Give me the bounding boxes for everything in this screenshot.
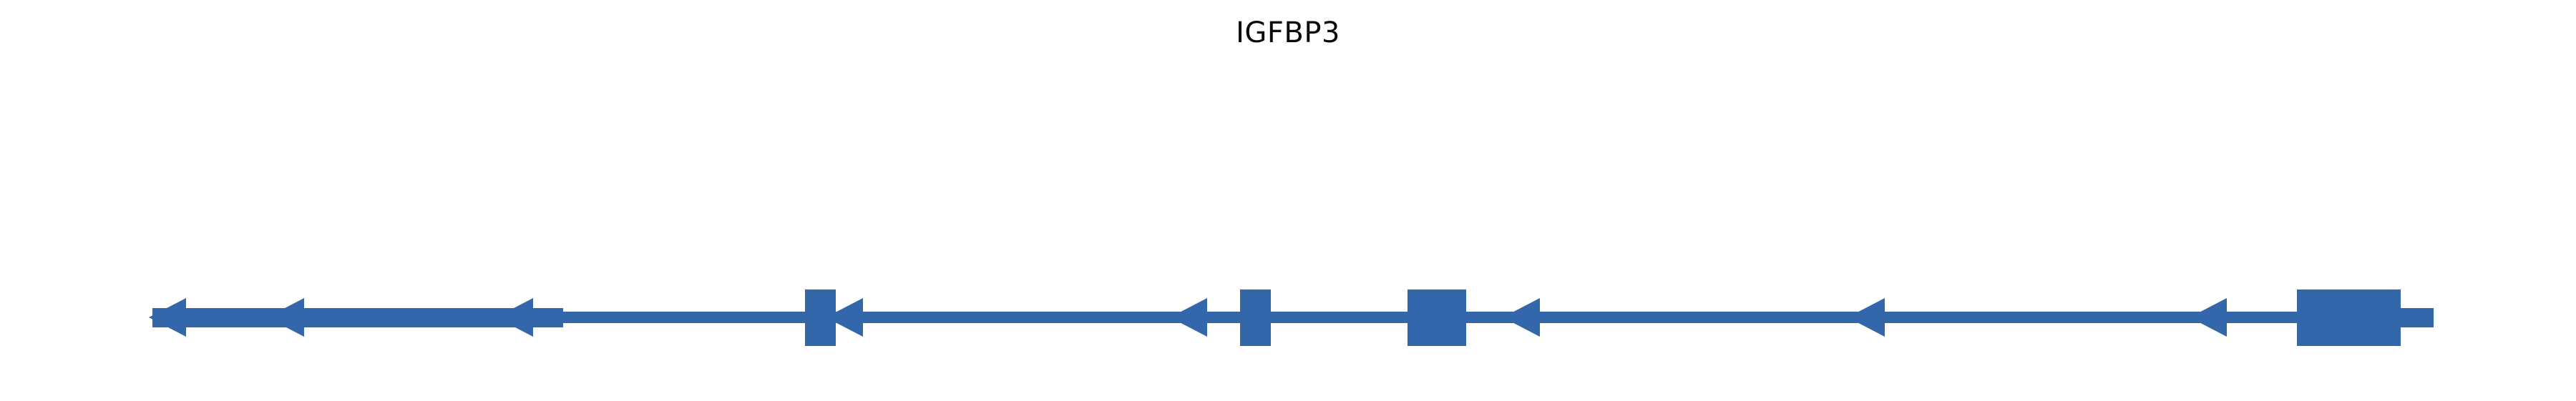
strand-arrow-arrow-6 (1503, 298, 1540, 337)
exon-block-exon-6 (2401, 308, 2434, 327)
exon-block-exon-1 (152, 308, 563, 327)
exon-block-exon-3 (1240, 289, 1271, 346)
strand-arrow-arrow-4 (826, 298, 863, 337)
strand-arrow-arrow-5 (1170, 298, 1207, 337)
page-title: IGFBP3 (1236, 16, 1340, 49)
exon-block-exon-4 (1407, 289, 1466, 346)
strand-arrow-arrow-2 (267, 298, 304, 337)
strand-arrow-arrow-1 (149, 298, 186, 337)
strand-arrow-arrow-3 (496, 298, 533, 337)
strand-arrow-arrow-7 (1848, 298, 1885, 337)
strand-arrow-arrow-8 (2190, 298, 2227, 337)
exon-block-exon-5 (2297, 289, 2401, 346)
strand-arrow-layer (149, 298, 2227, 337)
